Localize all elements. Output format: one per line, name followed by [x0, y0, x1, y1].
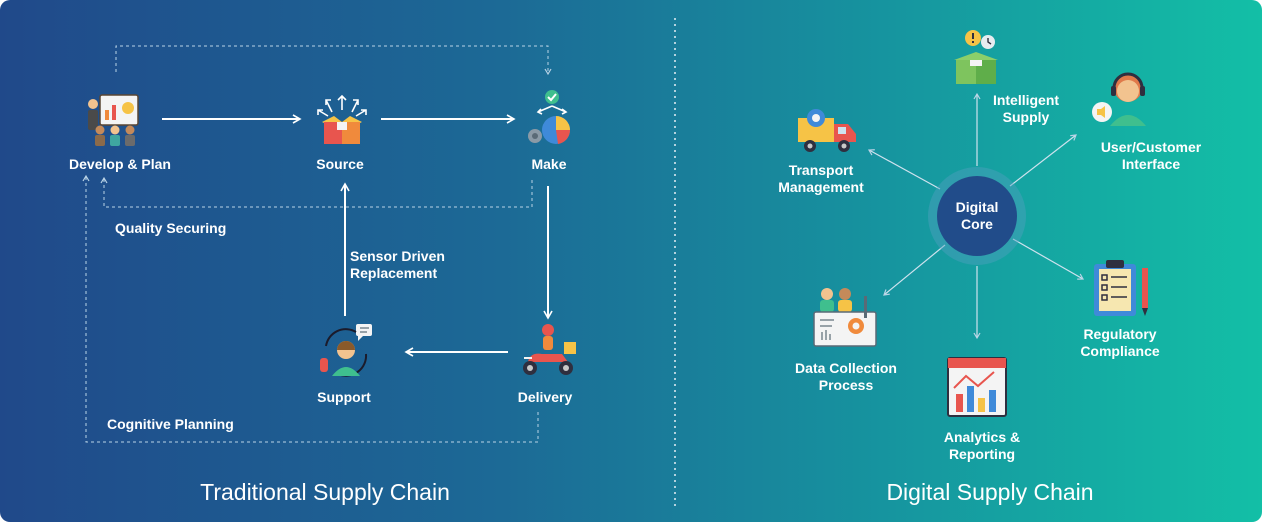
- dashed-loop-develop-to-make: [115, 45, 552, 76]
- heading-digital-supply-chain: Digital Supply Chain: [886, 479, 1094, 505]
- node-data-collection-process: Data Collection Process: [795, 360, 897, 393]
- digital-core-ring: Digital Core: [928, 167, 1026, 265]
- node-make: Make: [531, 156, 567, 172]
- edge-label-quality-securing: Quality Securing: [115, 220, 227, 236]
- node-intelligent-supply: Intelligent Supply: [992, 92, 1060, 125]
- clipboard-checklist-icon: [1094, 260, 1148, 316]
- spoke-regulatory: [1012, 238, 1085, 280]
- analytics-dashboard-icon: [947, 357, 1007, 417]
- support-agent-icon: [320, 324, 372, 377]
- heading-traditional-supply-chain: Traditional Supply Chain: [200, 479, 450, 505]
- node-support: Support: [317, 389, 371, 405]
- node-transport-management: Transport Management: [778, 162, 864, 195]
- spoke-data-collection: [883, 244, 946, 296]
- customer-headset-icon: [1092, 72, 1146, 126]
- node-source: Source: [316, 156, 364, 172]
- spoke-user-interface: [1009, 134, 1077, 187]
- delivery-scooter-icon: [523, 324, 576, 375]
- presentation-team-icon: [88, 94, 139, 146]
- dashed-loop-quality-securing: [100, 176, 533, 208]
- dashed-loop-cognitive-planning: [82, 174, 539, 443]
- spoke-transport: [867, 149, 941, 190]
- node-analytics-reporting: Analytics & Reporting: [943, 429, 1021, 462]
- node-regulatory-compliance: Regulatory Compliance: [1080, 326, 1160, 359]
- node-develop-plan: Develop & Plan: [69, 156, 171, 172]
- data-collection-team-icon: [813, 288, 877, 347]
- edge-label-cognitive-planning: Cognitive Planning: [107, 416, 234, 432]
- node-delivery: Delivery: [517, 389, 573, 405]
- edge-label-sensor-driven: Sensor Driven Replacement: [350, 248, 445, 281]
- warehouse-box-clock-icon: [954, 30, 998, 84]
- delivery-truck-gear-icon: [798, 109, 856, 152]
- digital-core: Digital Core: [937, 176, 1017, 256]
- pie-chart-gear-icon: [528, 90, 571, 144]
- open-box-icon: [317, 94, 367, 144]
- node-user-customer-interface: User/Customer Interface: [1100, 139, 1202, 172]
